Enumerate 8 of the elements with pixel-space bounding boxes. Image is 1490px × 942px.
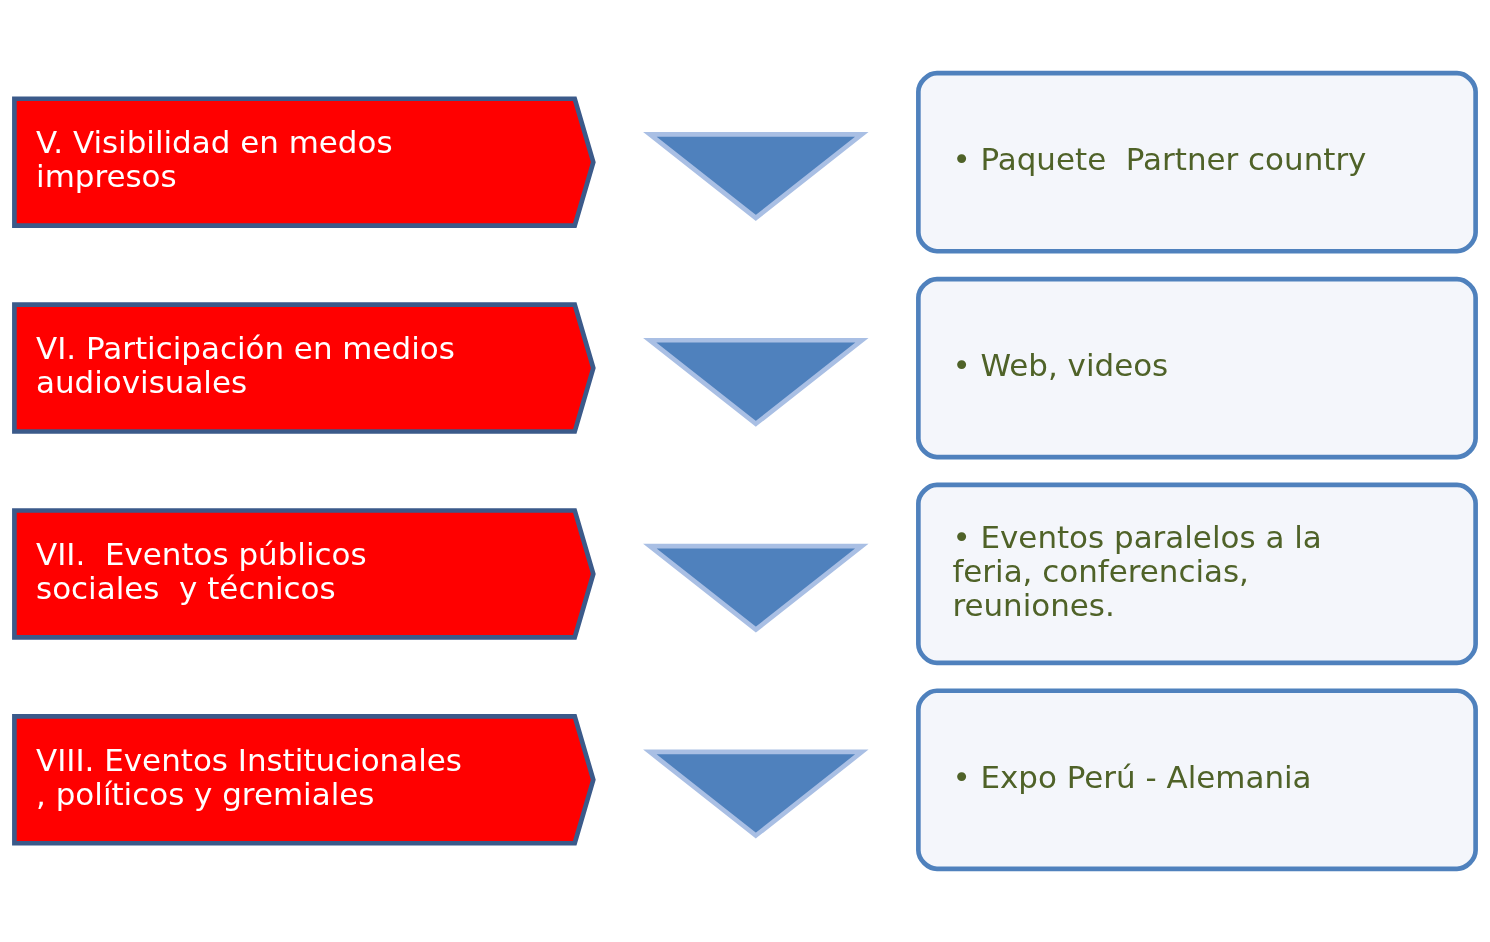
node-chevron <box>643 132 869 221</box>
node-box: • Paquete Partner country <box>916 70 1478 254</box>
node-chevron <box>643 337 869 427</box>
node-box: • Expo Perú - Alemania <box>916 688 1478 872</box>
node-chevron <box>643 543 869 633</box>
node-box: • Eventos paralelos a la feria, conferencias, reuniones. <box>916 482 1478 666</box>
node-chevron <box>643 749 869 839</box>
node-box: • Web, videos <box>916 276 1478 460</box>
